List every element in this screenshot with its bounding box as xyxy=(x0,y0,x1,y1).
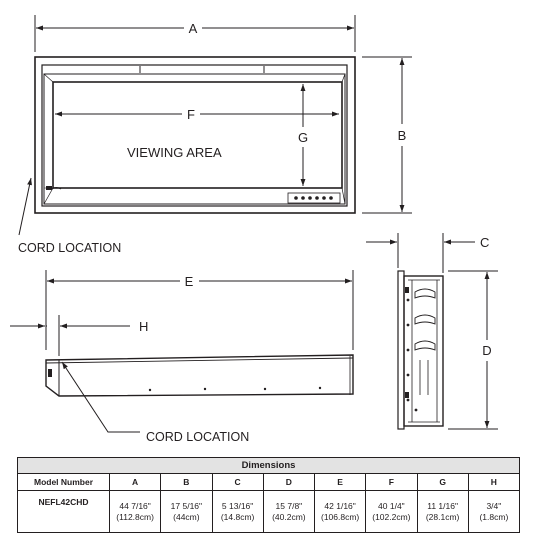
top-view xyxy=(45,354,354,397)
top-view-fasteners xyxy=(48,369,322,392)
cell-a: 44 7/16"(112.8cm) xyxy=(108,490,162,533)
cell-model: NEFL42CHD xyxy=(17,490,110,533)
cord-leader-1 xyxy=(18,177,32,236)
label-a: A xyxy=(189,21,198,36)
label-f: F xyxy=(187,107,195,122)
cell-f: 40 1/4"(102.2cm) xyxy=(365,490,418,533)
dimensions-table: Dimensions Model Number A B C D E F G H … xyxy=(17,457,521,533)
cell-a-metric: (112.8cm) xyxy=(116,511,154,522)
side-view-body xyxy=(403,275,444,427)
header-f: F xyxy=(365,473,418,491)
firebox-opening xyxy=(43,73,346,205)
cell-g-imperial: 11 1/16" xyxy=(427,500,458,511)
cell-c-metric: (14.8cm) xyxy=(220,511,255,522)
header-g: G xyxy=(416,473,469,491)
front-view xyxy=(34,56,356,214)
cell-c-imperial: 5 13/16" xyxy=(221,500,254,511)
dimension-h xyxy=(10,315,130,356)
control-buttons xyxy=(294,196,333,200)
outer-frame xyxy=(34,56,356,214)
cell-b-imperial: 17 5/16" xyxy=(170,500,203,511)
cell-g-metric: (28.1cm) xyxy=(425,511,460,522)
header-model-number: Model Number xyxy=(17,473,110,491)
label-h: H xyxy=(139,319,148,334)
dimension-d xyxy=(448,270,498,430)
cord-outlet-front xyxy=(46,186,62,190)
cell-b-metric: (44cm) xyxy=(173,511,200,522)
cell-d-metric: (40.2cm) xyxy=(272,511,306,522)
viewing-area-label: VIEWING AREA xyxy=(127,145,222,160)
top-view-body xyxy=(45,354,354,397)
header-h: H xyxy=(467,473,521,491)
cell-d-imperial: 15 7/8" xyxy=(275,500,303,511)
side-view xyxy=(397,270,444,430)
header-c: C xyxy=(211,473,264,491)
cell-c: 5 13/16"(14.8cm) xyxy=(211,490,264,533)
label-g: G xyxy=(298,130,308,145)
dimension-a xyxy=(34,15,356,52)
label-b: B xyxy=(398,128,407,143)
dimension-c xyxy=(366,233,475,273)
cell-f-imperial: 40 1/4" xyxy=(378,500,405,511)
cord-leader-2 xyxy=(61,361,140,433)
table-title: Dimensions xyxy=(17,457,520,474)
cell-d: 15 7/8"(40.2cm) xyxy=(262,490,316,533)
cord-location-label-1: CORD LOCATION xyxy=(18,241,121,255)
cord-location-label-2: CORD LOCATION xyxy=(146,430,249,444)
cell-f-metric: (102.2cm) xyxy=(372,511,411,522)
dimension-e xyxy=(45,270,354,350)
cell-e-imperial: 42 1/16" xyxy=(324,500,356,511)
cell-a-imperial: 44 7/16" xyxy=(119,500,151,511)
dimension-b xyxy=(362,56,412,214)
header-e: E xyxy=(313,473,367,491)
cell-e: 42 1/16"(106.8cm) xyxy=(313,490,367,533)
side-view-fasteners xyxy=(405,287,418,412)
cell-h-imperial: 3/4" xyxy=(486,500,502,511)
header-a: A xyxy=(108,473,162,491)
cell-e-metric: (106.8cm) xyxy=(320,511,360,522)
label-e: E xyxy=(185,274,194,289)
label-c: C xyxy=(480,235,489,250)
table-row: NEFL42CHD 44 7/16"(112.8cm) 17 5/16"(44c… xyxy=(17,490,521,533)
control-panel xyxy=(287,192,341,204)
cell-b: 17 5/16"(44cm) xyxy=(160,490,213,533)
side-view-frame xyxy=(397,270,405,430)
header-b: B xyxy=(160,473,213,491)
cell-g: 11 1/16"(28.1cm) xyxy=(416,490,469,533)
cell-h: 3/4"(1.8cm) xyxy=(467,490,521,533)
cell-h-metric: (1.8cm) xyxy=(479,511,509,522)
label-d: D xyxy=(482,343,491,358)
inner-surround xyxy=(41,64,348,207)
header-d: D xyxy=(262,473,316,491)
table-header-row: Model Number A B C D E F G H xyxy=(17,473,521,491)
